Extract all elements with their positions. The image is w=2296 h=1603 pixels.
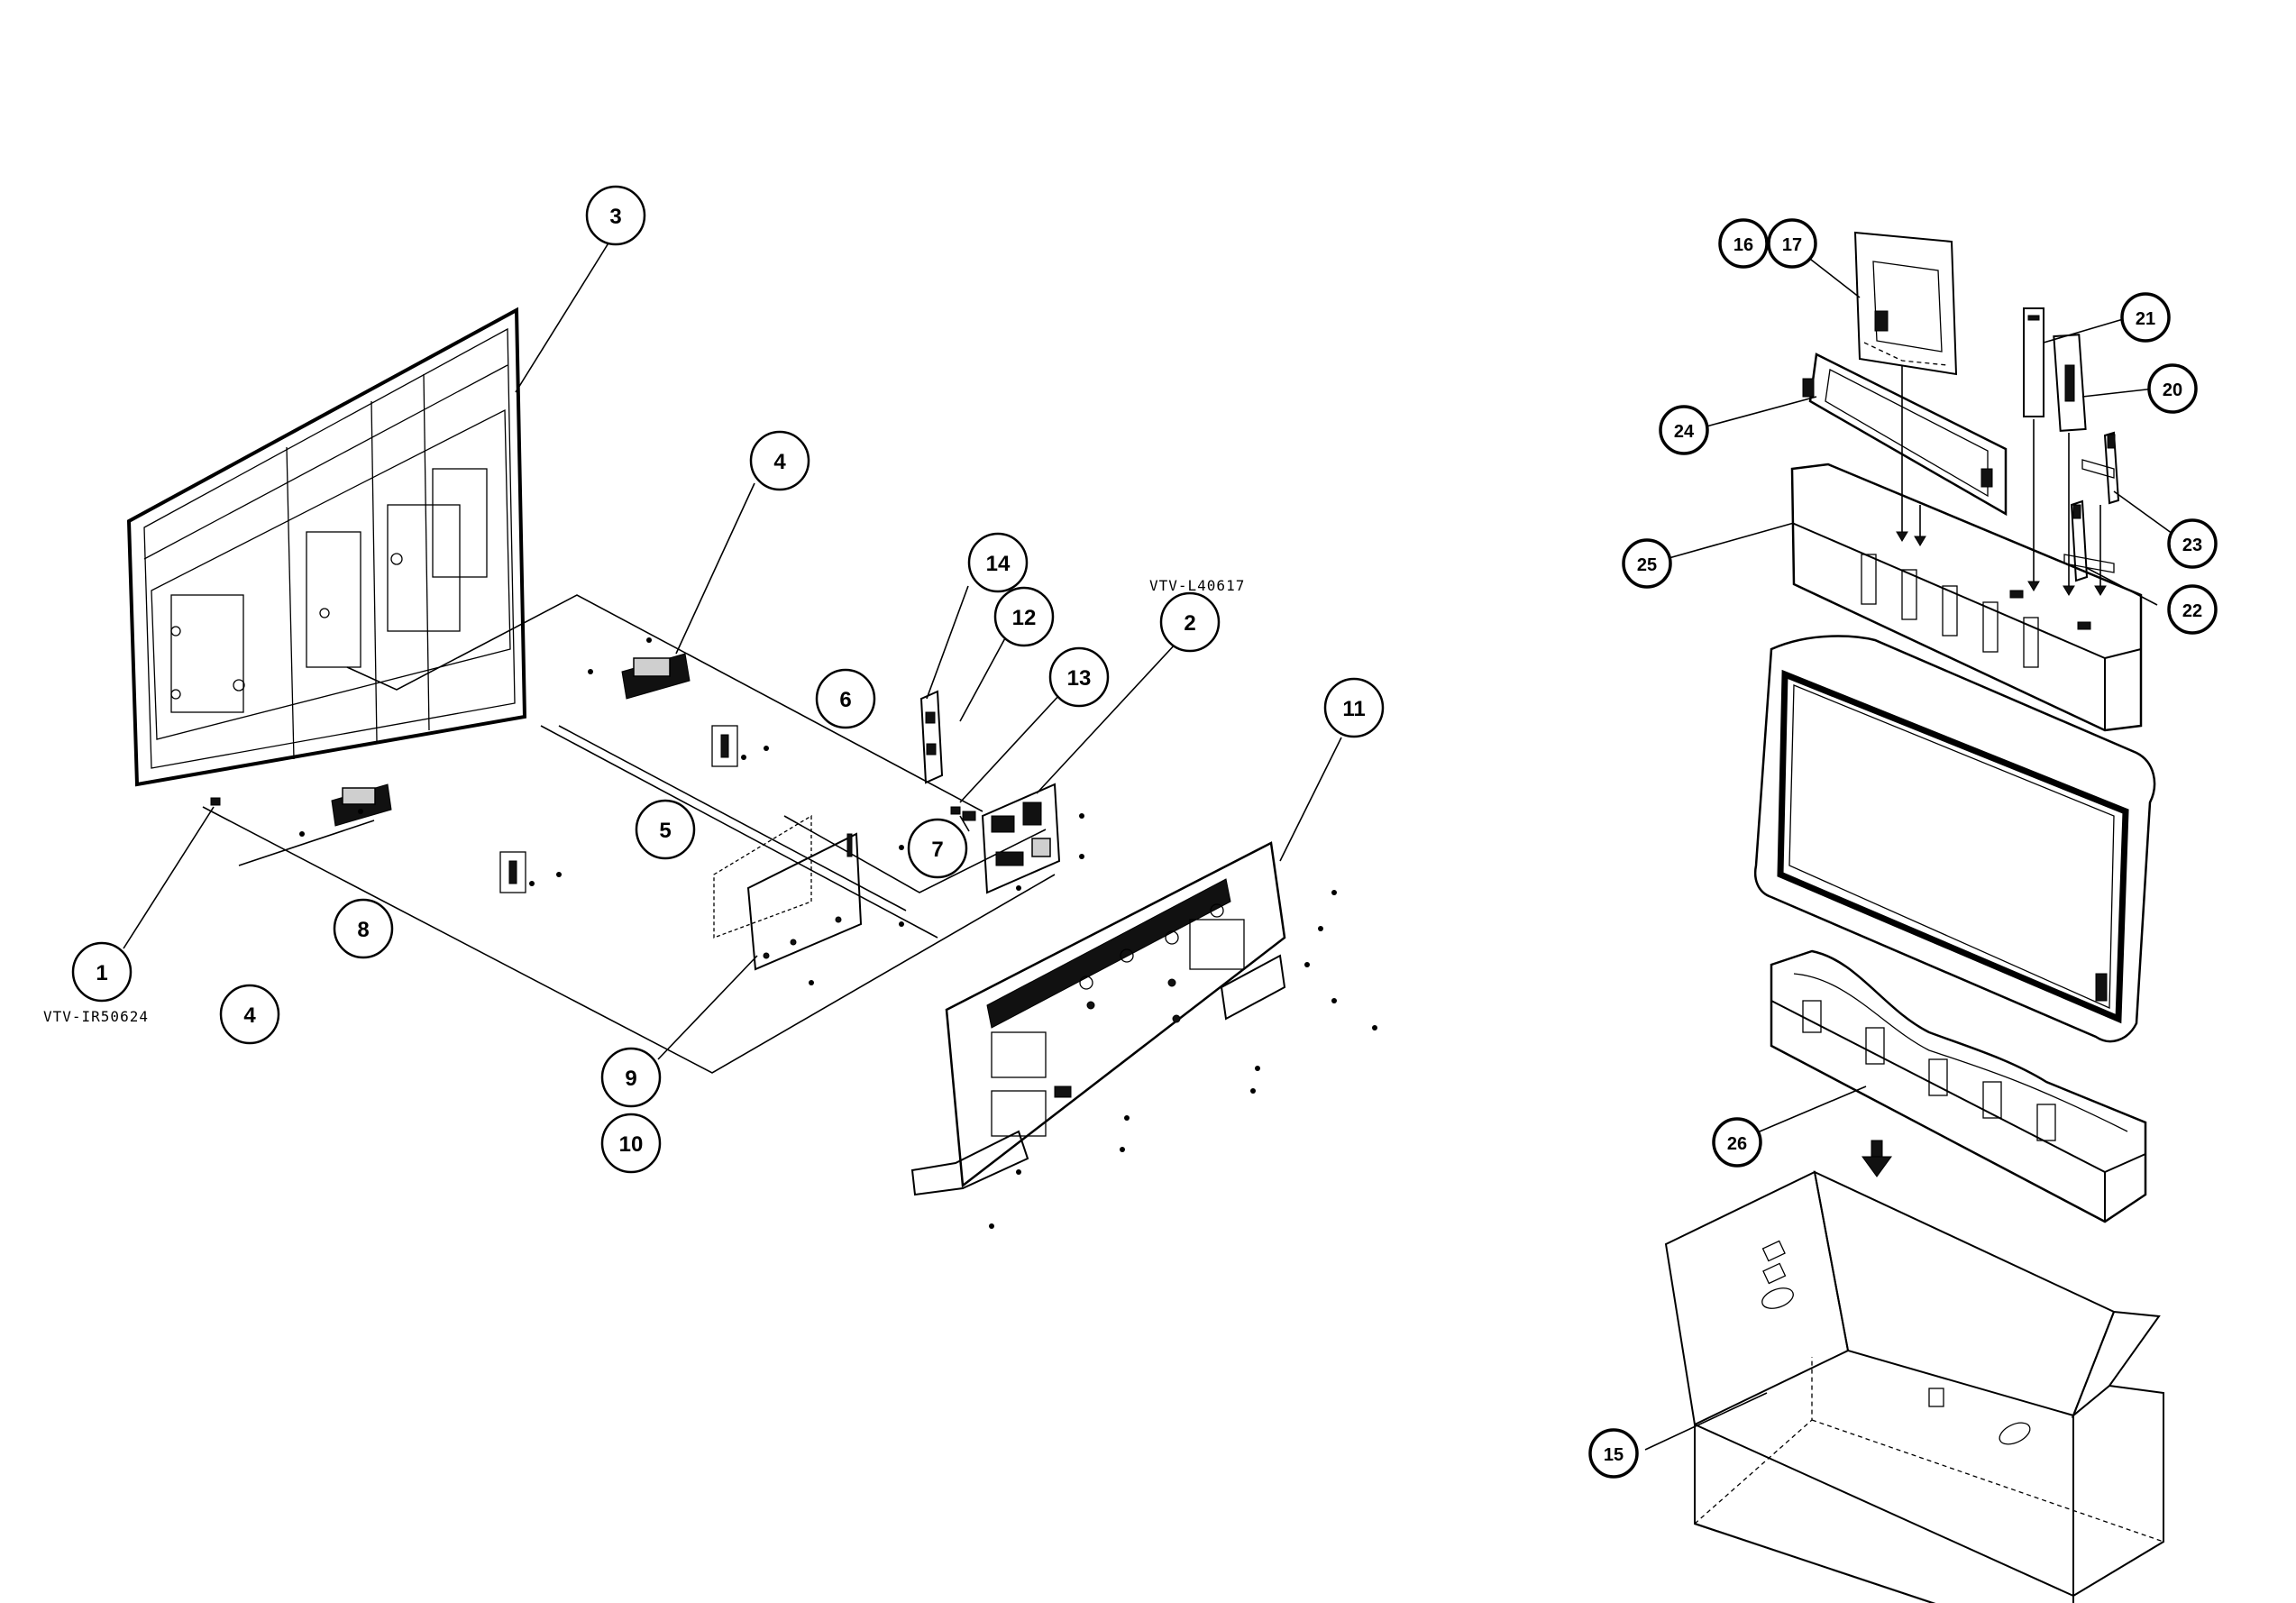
svg-text:5: 5 [659,819,671,843]
svg-text:4: 4 [243,1003,256,1028]
screws [299,637,1377,1229]
svg-text:4: 4 [773,450,786,474]
svg-text:17: 17 [1782,235,1802,255]
callout-6: 6 [815,668,876,729]
callout-11: 11 [1323,677,1385,738]
callout-24: 24 [1659,405,1709,455]
leader-lines-right [1644,252,2173,1451]
svg-text:14: 14 [986,552,1011,576]
ir-sensor [210,797,221,806]
code-label-ir-board: VTV-IR50624 [43,1008,149,1025]
stand-neck-lower [2063,499,2115,582]
callout-26: 26 [1712,1117,1762,1168]
svg-text:22: 22 [2182,601,2202,621]
callout-8: 8 [333,898,394,959]
insertion-arrows [1896,365,2107,596]
svg-text:26: 26 [1727,1134,1747,1154]
callout-20: 20 [2147,363,2198,414]
callout-13: 13 [1048,646,1110,708]
remote-control [2023,307,2044,417]
callout-10: 10 [600,1113,662,1174]
svg-text:23: 23 [2182,536,2202,555]
speaker-upper [621,653,691,700]
callout-22: 22 [2167,584,2218,635]
svg-text:7: 7 [931,838,943,862]
down-arrow [1861,1140,1892,1177]
carton-box [1664,1170,2164,1603]
callout-14: 14 [967,532,1029,593]
tv-panel [1754,635,2156,1043]
svg-text:13: 13 [1067,666,1092,691]
callout-25: 25 [1622,538,1672,589]
front-bezel-frame [126,307,527,787]
bracket-lower [499,851,526,893]
battery-pack [2053,334,2087,432]
svg-text:12: 12 [1012,606,1037,630]
callout-1: 1 [71,941,133,1003]
svg-text:11: 11 [1342,697,1365,721]
svg-text:10: 10 [619,1132,644,1157]
stand-neck-upper [2081,431,2120,505]
svg-text:8: 8 [357,918,369,942]
speaker-lower [331,783,392,827]
assembly-guide-lines [202,594,1056,1074]
bottom-foam-cushion [1770,949,2147,1223]
leader-lines-left [123,241,1342,1060]
callout-5: 5 [635,799,696,860]
svg-text:6: 6 [839,688,851,712]
svg-text:21: 21 [2136,309,2155,329]
svg-text:24: 24 [1674,422,1695,442]
code-label-main-board: VTV-L40617 [1149,577,1245,594]
callout-16: 16 [1718,218,1769,269]
svg-text:9: 9 [625,1067,636,1091]
callout-23: 23 [2167,518,2218,569]
svg-text:20: 20 [2163,380,2182,400]
keypad-board [919,690,944,784]
stand-base [1802,353,2008,517]
callout-15: 15 [1588,1428,1639,1479]
callout-21: 21 [2120,292,2171,343]
svg-text:25: 25 [1637,555,1657,575]
top-foam-cushion [1790,463,2143,732]
bracket-upper [711,725,738,767]
callout-7: 7 [907,818,968,879]
svg-text:3: 3 [609,205,621,229]
callout-3: 3 [585,185,646,246]
power-board [713,814,863,971]
callout-17: 17 [1767,218,1817,269]
connector-pieces [950,806,976,821]
callout-2: 2 [1159,591,1221,653]
callout-4-lower: 4 [219,984,280,1045]
main-board [981,783,1061,894]
svg-text:1: 1 [96,961,107,985]
svg-text:2: 2 [1184,611,1195,636]
svg-text:15: 15 [1604,1445,1624,1465]
callout-9: 9 [600,1047,662,1108]
accessory-bag [1853,231,1958,376]
rear-cover [910,841,1286,1196]
svg-text:16: 16 [1733,235,1753,255]
callout-4-upper: 4 [749,430,810,491]
callout-12: 12 [993,586,1055,647]
